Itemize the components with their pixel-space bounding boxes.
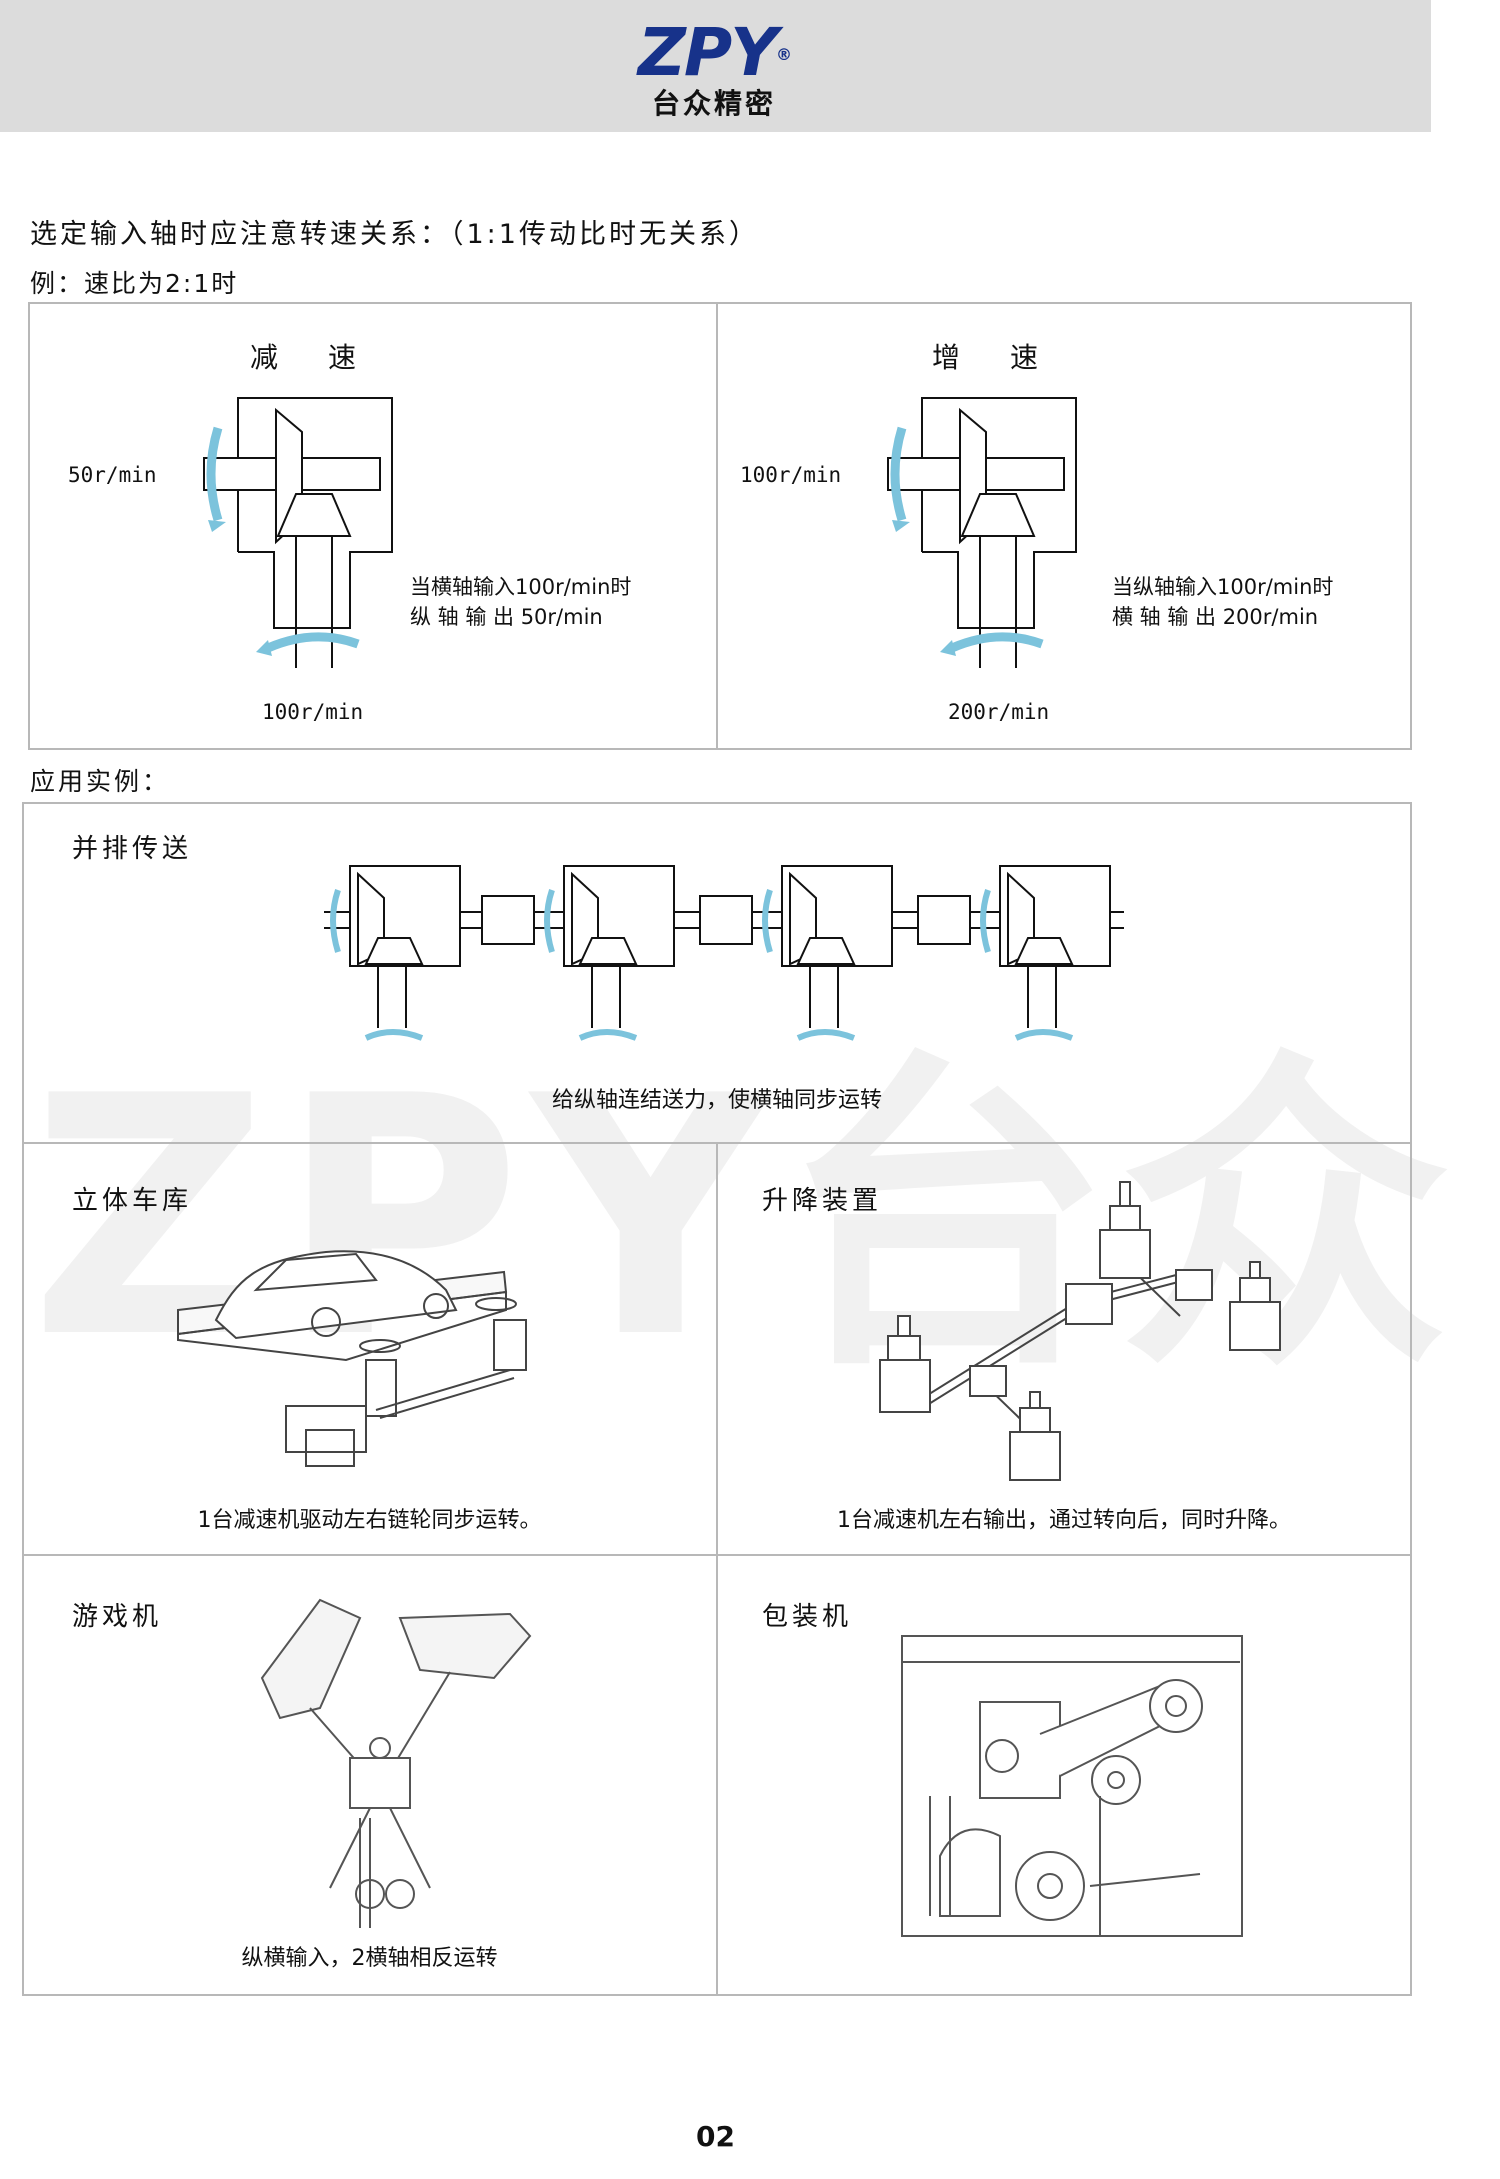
game-title: 游戏机 xyxy=(72,1602,163,1632)
parallel-title: 并排传送 xyxy=(72,834,193,864)
lift-illustration xyxy=(879,1181,1281,1481)
logo-mark: ZPY® xyxy=(637,14,792,91)
game-machine-illustration xyxy=(260,1598,532,1928)
reduce-input-speed: 50r/min xyxy=(68,463,157,487)
applications-panel xyxy=(22,802,1412,1996)
game-caption: 纵横输入，2横轴相反运转 xyxy=(241,1946,498,1971)
company-name: 台众精密 xyxy=(651,87,776,120)
increase-input-speed: 100r/min xyxy=(740,463,842,487)
increase-output-speed: 200r/min xyxy=(948,700,1050,724)
reduce-gearbox-diagram xyxy=(203,397,393,668)
reduce-title: 减速 xyxy=(250,341,407,374)
example-label: 例：速比为2:1时 xyxy=(30,269,239,298)
speed-relation-panel xyxy=(28,302,1412,750)
increase-gearbox-diagram xyxy=(887,397,1077,668)
applications-heading: 应用实例： xyxy=(30,767,171,796)
grid-line-3 xyxy=(716,1143,718,1995)
reduce-output-speed: 100r/min xyxy=(262,700,364,724)
page-header: ZPY® 台众精密 xyxy=(0,0,1431,132)
parallel-caption: 给纵轴连结送力，使横轴同步运转 xyxy=(551,1088,882,1113)
selection-heading: 选定输入轴时应注意转速关系：（1:1传动比时无关系） xyxy=(30,219,759,250)
garage-illustration xyxy=(177,1250,527,1467)
garage-title: 立体车库 xyxy=(72,1186,193,1216)
packaging-title: 包装机 xyxy=(762,1602,853,1632)
garage-caption: 1台减速机驱动左右链轮同步运转。 xyxy=(197,1508,542,1533)
packaging-machine-illustration xyxy=(901,1635,1243,1937)
lift-title: 升降装置 xyxy=(762,1186,883,1216)
increase-note: 当纵轴输入100r/min时 横 轴 输 出 200r/min xyxy=(1112,575,1334,629)
panel-divider xyxy=(716,303,718,749)
parallel-gearbox-chain xyxy=(324,860,1124,1060)
page-number: 02 xyxy=(696,2120,735,2153)
watermark: ZPY台众 xyxy=(30,1026,1461,1410)
lift-caption: 1台减速机左右输出，通过转向后，同时升降。 xyxy=(837,1508,1291,1533)
company-logo: ZPY® 台众精密 xyxy=(624,20,804,124)
increase-title: 增速 xyxy=(932,341,1089,374)
reduce-note: 当横轴输入100r/min时 纵 轴 输 出 50r/min xyxy=(410,575,632,629)
